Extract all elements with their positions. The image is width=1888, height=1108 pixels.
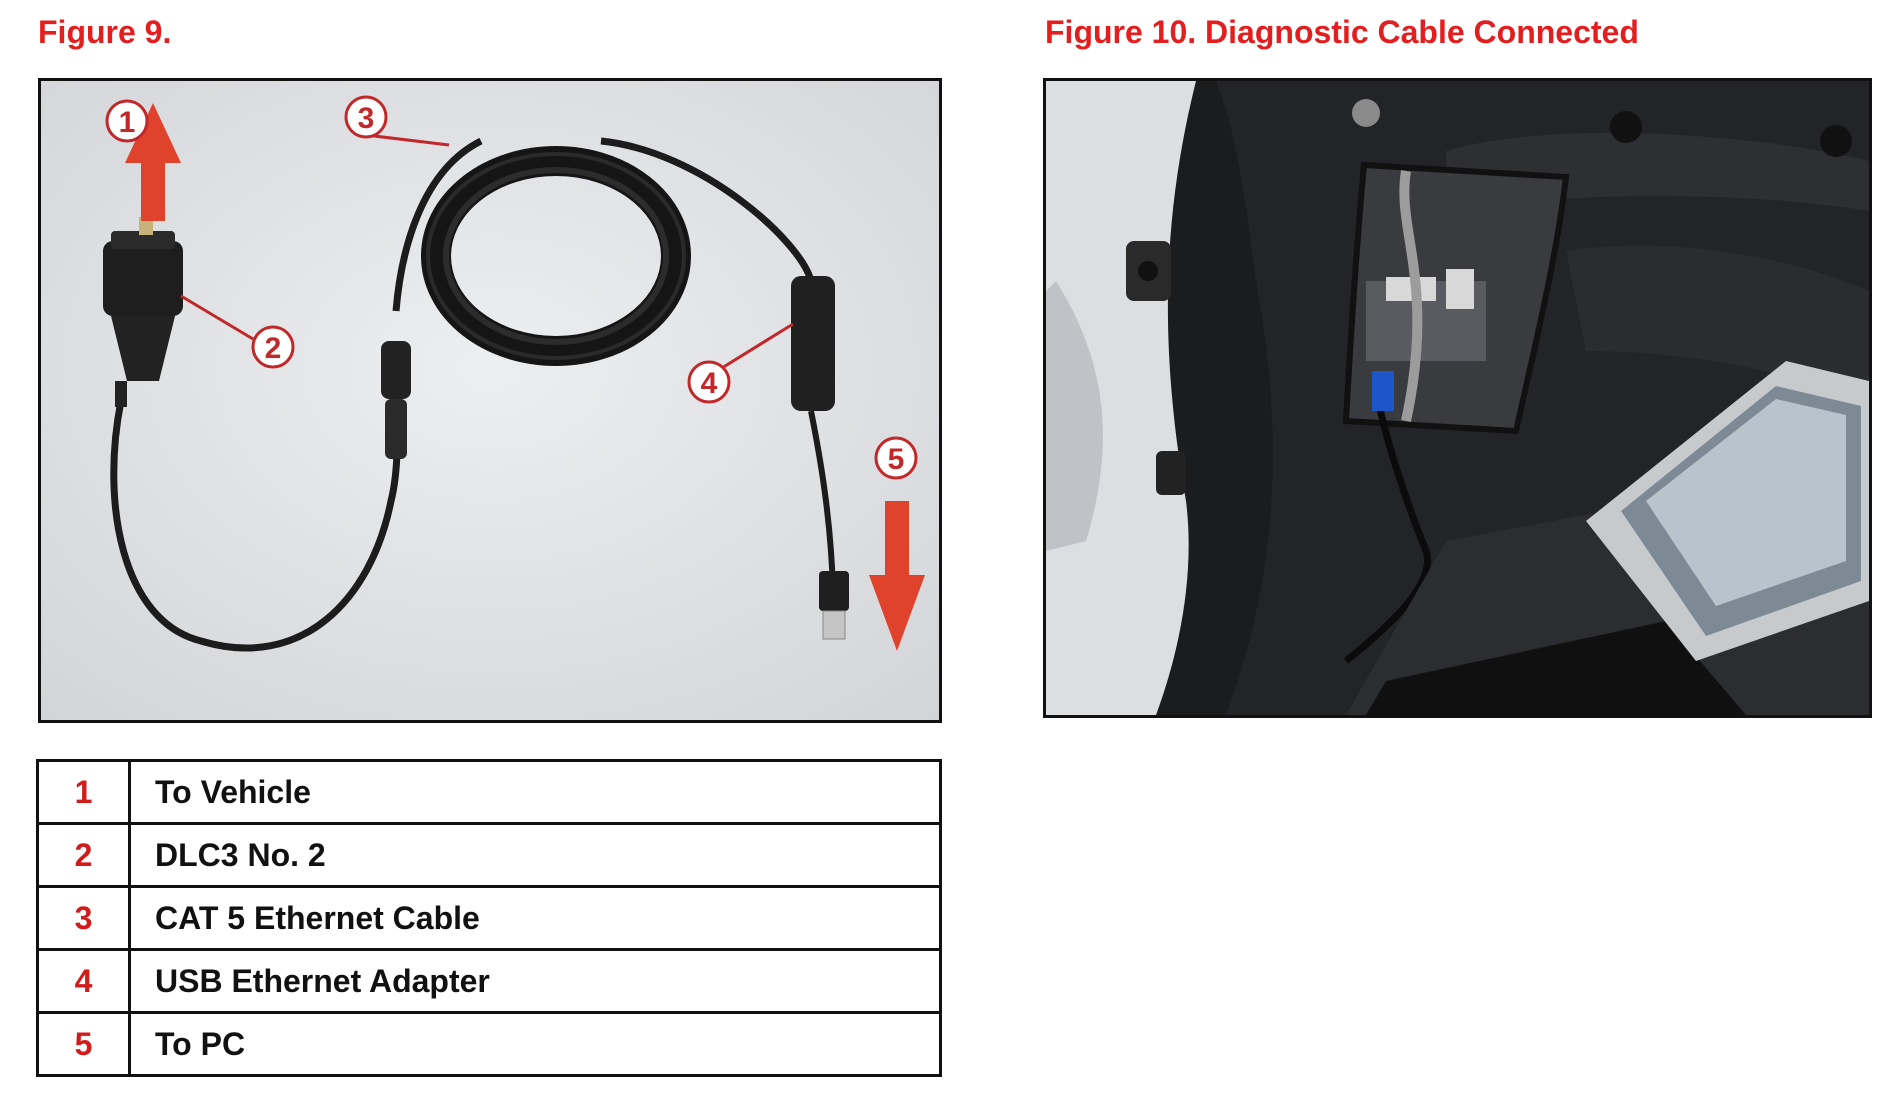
callout-2: 2 — [251, 325, 295, 369]
diagnostic-cable-photo: 1 2 3 4 5 — [38, 78, 942, 723]
diagnostic-cable-illustration: 1 2 3 4 5 — [41, 81, 939, 720]
callout-4-text: 4 — [701, 367, 718, 400]
vehicle-connection-illustration — [1046, 81, 1869, 715]
table-row: 4 USB Ethernet Adapter — [36, 948, 942, 1014]
callout-1-text: 1 — [119, 106, 136, 139]
legend-label: CAT 5 Ethernet Cable — [128, 885, 942, 951]
door-frame — [1046, 81, 1196, 715]
table-row: 3 CAT 5 Ethernet Cable — [36, 885, 942, 951]
usb-ethernet-adapter — [791, 276, 835, 411]
figure-10-title: Figure 10. Diagnostic Cable Connected — [1045, 14, 1639, 50]
legend-label: USB Ethernet Adapter — [128, 948, 942, 1014]
diagnostic-cable — [1343, 390, 1431, 664]
callout-1: 1 — [105, 99, 149, 143]
up-arrow-icon — [125, 103, 181, 221]
callout-4: 4 — [687, 360, 731, 404]
legend-number: 1 — [36, 759, 131, 825]
callout-5: 5 — [874, 436, 918, 480]
laptop — [1346, 361, 1869, 715]
laptop-keyboard — [1366, 621, 1746, 715]
ethernet-cable-coil — [421, 146, 691, 366]
dlc3-connector — [103, 217, 183, 407]
table-row: 1 To Vehicle — [36, 759, 942, 825]
inline-connector — [381, 341, 411, 459]
callout-3: 3 — [344, 95, 388, 139]
legend-number: 5 — [36, 1011, 131, 1077]
callout-legend-table: 1 To Vehicle 2 DLC3 No. 2 3 CAT 5 Ethern… — [36, 759, 942, 1077]
usb-plug — [819, 571, 849, 640]
legend-number: 3 — [36, 885, 131, 951]
table-row: 5 To PC — [36, 1011, 942, 1077]
callout-5-text: 5 — [888, 443, 905, 476]
vehicle-connection-photo — [1043, 78, 1872, 718]
legend-label: To PC — [128, 1011, 942, 1077]
down-arrow-icon — [869, 501, 925, 651]
figure-9-title: Figure 9. — [38, 14, 172, 50]
legend-number: 2 — [36, 822, 131, 888]
legend-label: DLC3 No. 2 — [128, 822, 942, 888]
legend-label: To Vehicle — [128, 759, 942, 825]
legend-number: 4 — [36, 948, 131, 1014]
callout-2-text: 2 — [265, 332, 282, 365]
callout-3-text: 3 — [358, 102, 375, 135]
table-row: 2 DLC3 No. 2 — [36, 822, 942, 888]
